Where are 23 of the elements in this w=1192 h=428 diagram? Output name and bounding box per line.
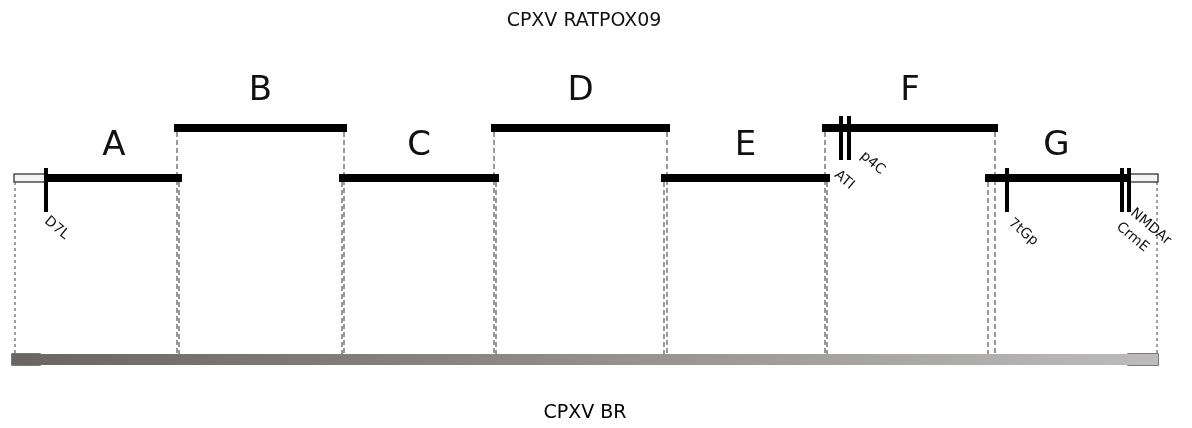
segment-letter: C [407, 123, 431, 163]
segment-letter: G [1043, 123, 1070, 163]
projection-line [493, 131, 495, 355]
projection-line [826, 181, 828, 355]
projection-line [178, 181, 180, 355]
segment-letter: E [734, 123, 757, 163]
projection-line [495, 181, 497, 355]
segment-letter: D [567, 68, 594, 108]
projection-line [824, 131, 826, 355]
projection-line [176, 131, 178, 355]
title: CPXV RATPOX09 [505, 8, 663, 30]
projection-line [341, 181, 343, 355]
segment-letter: F [900, 68, 920, 108]
gene-label: p4C [857, 147, 890, 177]
segment-letter: B [248, 68, 273, 108]
projection-line [343, 131, 345, 355]
projection-line [663, 181, 665, 355]
projection-line [987, 181, 989, 355]
projection-line [994, 131, 996, 355]
segment-letter: A [102, 123, 126, 163]
gene-label: ATI [831, 166, 859, 192]
projection-line [666, 131, 668, 355]
genome-label: CPXV BR [543, 400, 627, 422]
